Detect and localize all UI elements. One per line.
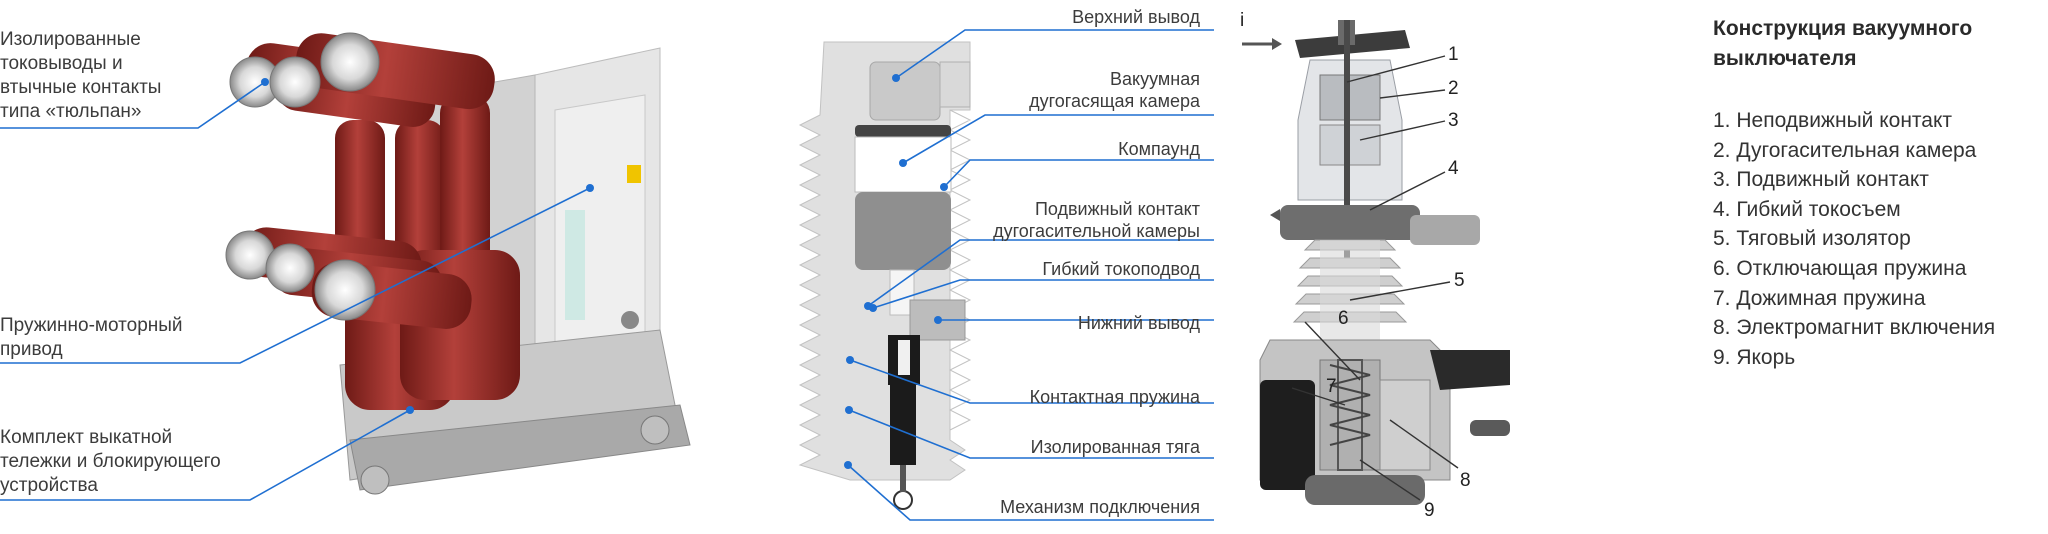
legend-item-1: 1. Неподвижный контакт: [1713, 109, 1953, 132]
label-flexible-conductor: Гибкий токоподвод: [1042, 259, 1200, 279]
callout-number-1: 1: [1448, 44, 1459, 65]
label-moving-contact: Подвижный контакт дугогасительной камеры: [993, 199, 1200, 241]
label-connection-mechanism: Механизм подключения: [1000, 497, 1200, 517]
breaker-illustration: [0, 32, 691, 501]
callout-number-4: 4: [1448, 158, 1459, 179]
legend-item-8: 8. Электромагнит включения: [1713, 316, 1996, 340]
legend-item-5: 5. Тяговый изолятор: [1713, 227, 1911, 251]
legend-item-3: 3. Подвижный контакт: [1713, 168, 1929, 192]
legend-item-4: 4. Гибкий токосъем: [1713, 197, 1901, 221]
legend-item-6: 6. Отключающая пружина: [1713, 256, 1967, 280]
label-spring-motor-drive: Пружинно-моторный привод: [0, 315, 183, 360]
pole-section-panel: Верхний вывод Вакуумная дугогасящая каме…: [760, 0, 1220, 534]
pole-cross-section: [798, 29, 1214, 521]
legend-item-7: 7. Дожимная пружина: [1713, 286, 1926, 310]
legend-item-2: 2. Дугогасительная камера: [1713, 138, 1977, 162]
label-insulated-terminals: Изолированные токовыводы и втычные конта…: [0, 29, 162, 122]
callout-number-3: 3: [1448, 110, 1459, 131]
label-compound: Компаунд: [1118, 139, 1200, 159]
callout-number-5: 5: [1454, 270, 1465, 291]
label-lower-terminal: Нижний вывод: [1077, 313, 1200, 333]
callout-number-6: 6: [1338, 308, 1349, 329]
label-withdrawable-trolley: Комплект выкатной тележки и блокирующего…: [0, 427, 221, 496]
legend-item-9: 9. Якорь: [1713, 345, 1796, 369]
callout-number-2: 2: [1448, 78, 1459, 99]
construction-legend: 1. Неподвижный контакт 2. Дугогасительна…: [1713, 106, 1995, 372]
label-upper-terminal: Верхний вывод: [1072, 7, 1200, 27]
breaker-photo-panel: Изолированные токовыводы и втычные конта…: [0, 0, 760, 534]
construction-panel: i 1 2 3 4 5 6 7 8 9 Конструкция вакуумно…: [1220, 0, 2048, 534]
label-contact-spring: Контактная пружина: [1029, 387, 1200, 407]
callout-number-7: 7: [1326, 376, 1337, 397]
callout-number-9: 9: [1424, 500, 1435, 521]
current-symbol: i: [1240, 10, 1245, 31]
label-insulated-rod: Изолированная тяга: [1030, 437, 1200, 457]
label-vacuum-chamber: Вакуумная дугогасящая камера: [1029, 69, 1200, 111]
callout-number-8: 8: [1460, 470, 1471, 491]
construction-illustration: [1242, 20, 1510, 505]
construction-title: Конструкция вакуумного выключателя: [1713, 17, 1973, 70]
